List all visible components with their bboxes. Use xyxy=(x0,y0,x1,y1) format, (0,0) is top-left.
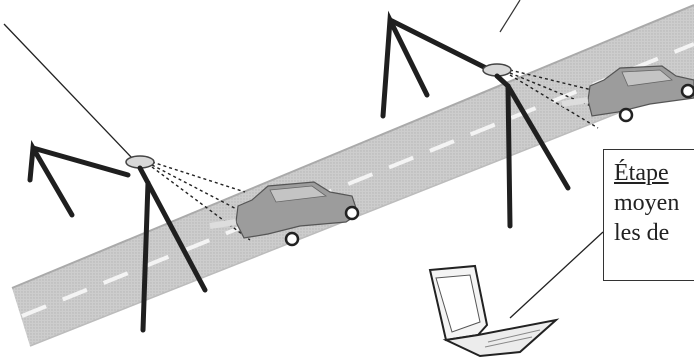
detection-beam-left xyxy=(151,161,251,241)
car-right-wheel-front xyxy=(680,83,694,99)
car-left xyxy=(209,181,360,247)
car-right-wheel-rear xyxy=(618,107,634,123)
car-left-wheel-rear xyxy=(284,231,300,247)
tripod-right-back xyxy=(380,10,493,119)
laptop xyxy=(428,264,560,358)
pointer-line-laptop xyxy=(509,231,604,319)
lane-marking xyxy=(21,42,694,318)
callout-step-label: Étape xyxy=(614,160,669,186)
callout-text-line3: les de xyxy=(614,220,670,246)
pointer-line-top xyxy=(499,0,521,33)
road-surface xyxy=(12,5,694,346)
road xyxy=(11,4,694,347)
laptop-base xyxy=(442,318,560,358)
tripod-left-back xyxy=(27,140,131,218)
callout-box: Étape moyen les de xyxy=(603,149,694,281)
callout-text-line2: moyen xyxy=(614,190,680,216)
tripod-right-front xyxy=(494,73,571,229)
pointer-line-left xyxy=(3,23,133,159)
car-left-wheel-front xyxy=(344,205,360,221)
car-right xyxy=(561,65,694,123)
road-edge-top xyxy=(11,4,694,289)
detection-beam-right xyxy=(509,69,599,129)
tripod-left-front xyxy=(137,165,208,333)
road-edge-bottom xyxy=(29,82,694,347)
